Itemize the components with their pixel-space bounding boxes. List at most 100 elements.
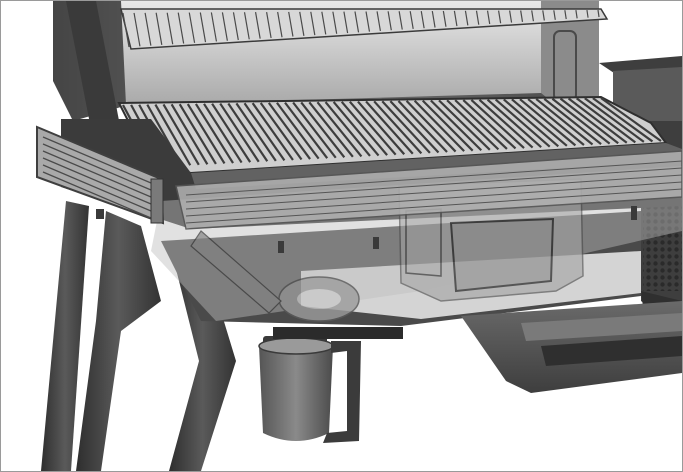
warming-rack-bar — [575, 10, 578, 19]
cooking-grate-bar — [494, 98, 551, 148]
grease-bucket — [258, 327, 403, 443]
cooking-grate-bar — [592, 97, 654, 143]
warming-rack-bar — [420, 11, 425, 29]
cooking-grate-bar — [251, 102, 294, 161]
warming-rack-bar — [288, 11, 294, 37]
cooking-grate-bar — [154, 103, 192, 166]
warming-rack-bar — [155, 12, 163, 46]
warming-rack-bar — [232, 12, 239, 41]
side-handle — [36, 125, 165, 225]
cooking-grate-bar — [316, 101, 363, 158]
cooking-grate-bar — [576, 97, 636, 144]
cooking-grate-bar — [162, 103, 200, 166]
cooking-grate-bar — [186, 103, 226, 165]
warming-rack-bar — [542, 10, 545, 21]
cooking-grate-bar — [235, 102, 277, 162]
cooking-grate-bar — [324, 101, 371, 157]
cooking-grate-bar — [600, 97, 662, 142]
cooking-grate-bar — [308, 101, 354, 158]
warming-rack-bar — [177, 12, 185, 44]
cooking-grate-bar — [284, 101, 329, 159]
cooking-grate-bar — [276, 102, 320, 160]
warming-rack-bar — [188, 12, 196, 43]
warming-rack-bar — [144, 12, 152, 46]
shelf-rail-line — [185, 167, 682, 203]
warming-rack-bar — [531, 10, 535, 22]
cooking-grate-bar — [543, 97, 602, 145]
cooking-grate-bar — [405, 100, 457, 153]
cooking-grate-bar — [567, 97, 628, 144]
shelf-rail-line — [185, 181, 682, 217]
warming-rack-bar — [409, 11, 414, 29]
warming-rack-bar — [243, 12, 250, 40]
warming-rack-bar — [442, 10, 447, 27]
cooking-grate-bar — [178, 103, 217, 165]
cooking-grate-bar — [438, 99, 491, 151]
cooking-grate-bar — [519, 98, 577, 147]
warming-rack-bar — [254, 12, 261, 39]
cooking-grate-bar — [486, 98, 542, 148]
cooking-grate-bar — [194, 103, 234, 164]
handle-line — [42, 171, 152, 219]
warming-rack-bar — [365, 11, 371, 32]
handle-line — [42, 150, 152, 198]
warming-rack-bar — [387, 11, 392, 31]
cooking-grate-bar — [559, 97, 619, 145]
warming-rack-bar — [553, 10, 556, 20]
warming-rack-bar — [321, 11, 327, 35]
handle-line — [42, 136, 152, 184]
cooking-grate-bar — [478, 98, 534, 149]
cooking-grate-bar — [584, 97, 645, 143]
warming-rack-bar — [122, 12, 130, 48]
handle-line — [42, 143, 152, 191]
cooking-grate-bar — [503, 98, 560, 148]
warming-rack-bar — [310, 11, 316, 36]
handle-line — [42, 157, 152, 205]
cooking-grate-bar — [373, 100, 423, 155]
cooking-grate-bar — [551, 97, 611, 145]
warming-rack-bar — [266, 11, 272, 39]
warming-rack-bar — [520, 10, 524, 22]
cooking-grate-bar — [454, 99, 508, 150]
cooking-grate-bar — [421, 99, 474, 152]
cooking-grate-bar — [535, 98, 594, 146]
cooking-grate-bar — [219, 102, 260, 163]
warming-rack-bar — [475, 10, 480, 25]
shelf-rail-line — [185, 188, 682, 224]
cooking-grate-bar — [292, 101, 337, 159]
warming-rack-bar — [332, 11, 338, 34]
shelf-rail-line — [185, 160, 682, 196]
warming-rack-bar — [597, 9, 600, 18]
cooking-grate-bar — [357, 100, 406, 155]
warming-rack-bar — [343, 11, 349, 34]
warming-rack-bar — [464, 10, 469, 26]
cooking-grate-bar — [397, 100, 448, 153]
warming-rack — [120, 8, 609, 50]
warming-rack-bar — [497, 10, 502, 24]
warming-rack-bar — [564, 10, 567, 20]
warming-rack-bar — [453, 10, 458, 27]
warming-rack-bar — [509, 10, 513, 23]
shelf-rail-line — [185, 174, 682, 210]
cooking-grate — [117, 95, 668, 175]
cooking-grate-bar — [340, 101, 388, 156]
ash-drawer — [461, 301, 682, 393]
cooking-grate-bar — [430, 99, 483, 152]
warming-rack-bar — [376, 11, 381, 32]
warming-rack-bar — [486, 10, 491, 25]
cooking-grate-bar — [381, 100, 431, 154]
brackets — [96, 206, 637, 253]
cooking-grate-bar — [332, 101, 380, 157]
warming-rack-bar — [221, 12, 228, 41]
cooking-grate-bar — [227, 102, 269, 162]
cooking-grate-bar — [211, 103, 252, 163]
warming-rack-bar — [586, 9, 589, 18]
cooking-grate-bar — [413, 99, 465, 152]
cooking-grate-bar — [170, 103, 209, 165]
warming-rack-bar — [354, 11, 360, 33]
cooking-grate-bar — [267, 102, 311, 160]
right-side-panel — [599, 56, 682, 331]
warming-rack-bar — [299, 11, 305, 36]
